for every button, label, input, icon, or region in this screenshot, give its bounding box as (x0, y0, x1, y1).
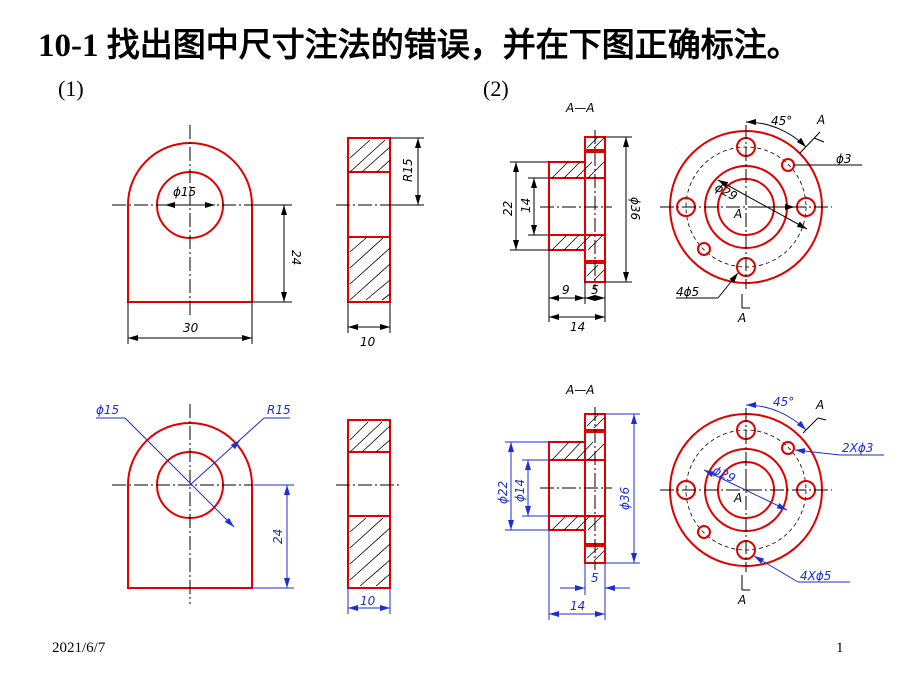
p2-correct-circle-view: ϕ29 A 45° A 2Xϕ3 4Xϕ5 A (660, 395, 884, 607)
p1w-d10-text: 10 (360, 335, 376, 349)
p2c-holes-text: 4Xϕ5 (800, 569, 831, 583)
p2c-centerA-text: A (733, 491, 742, 505)
p2c-d5-text: 5 (591, 571, 599, 585)
p2w-holeA-text: A (816, 113, 825, 127)
p2c-d22-text: ϕ22 (496, 481, 510, 504)
p2-correct-section-view: A—A ϕ22 ϕ14 ϕ36 (496, 383, 640, 620)
problem-1-label: (1) (58, 76, 84, 101)
p2c-section-label: A—A (565, 383, 594, 397)
p2c-phi29-text: ϕ29 (711, 463, 738, 485)
p1-correct-front-view: ϕ15 R15 24 (96, 403, 294, 604)
p2w-section-label: A—A (565, 101, 594, 115)
p2c-d36-text: ϕ36 (618, 486, 632, 510)
p1-wrong-front-view: ϕ15 24 30 (112, 125, 303, 344)
p2w-d14b-text: 14 (570, 320, 585, 334)
p2w-centerA-text: A (733, 207, 742, 221)
p1w-dia15-text: ϕ15 (173, 185, 196, 199)
p1w-d24-text: 24 (289, 250, 303, 265)
p1c-d10-text: 10 (360, 594, 376, 608)
problem-2-label: (2) (483, 76, 509, 101)
footer-date: 2021/6/7 (52, 640, 106, 656)
p1-wrong-side-view: R15 10 (336, 137, 424, 349)
p2w-d14-text: 14 (519, 198, 533, 213)
p2w-phi29-text: ϕ29 (713, 180, 740, 203)
p2w-d5-text: 5 (591, 283, 599, 297)
p2w-bottomA-text: A (737, 311, 746, 325)
p1c-d24-text: 24 (271, 529, 285, 544)
p2c-angle-text: 45° (773, 395, 794, 409)
p2w-d36-text: ϕ36 (628, 197, 642, 221)
p1-correct-side-view: 10 (336, 419, 400, 614)
p2w-angle-text: 45° (771, 114, 792, 128)
p2c-holeA-text: A (815, 398, 824, 412)
footer-page-number: 1 (836, 640, 844, 656)
p2c-d14b-text: 14 (570, 599, 585, 613)
p1w-d30-text: 30 (183, 321, 199, 335)
page-title: 10-1 找出图中尺寸注法的错误，并在下图正确标注。 (38, 28, 800, 64)
p2w-phi3-text: ϕ3 (836, 152, 852, 166)
p1w-r15-text: R15 (401, 158, 415, 182)
p2w-d22-text: 22 (501, 201, 515, 216)
p1c-r15-text: R15 (267, 403, 291, 417)
p2w-d9-text: 9 (562, 283, 570, 297)
p1c-dia15-text: ϕ15 (96, 403, 119, 417)
p2c-phi3-text: 2Xϕ3 (842, 441, 873, 455)
p2-wrong-section-view: A—A 22 14 ϕ36 (501, 101, 642, 334)
p2c-bottomA-text: A (737, 593, 746, 607)
p2c-d14-text: ϕ14 (513, 479, 527, 502)
p2w-holes-text: 4ϕ5 (676, 285, 699, 299)
p2-wrong-circle-view: ϕ29 A 45° A ϕ3 4ϕ5 A (660, 113, 862, 325)
